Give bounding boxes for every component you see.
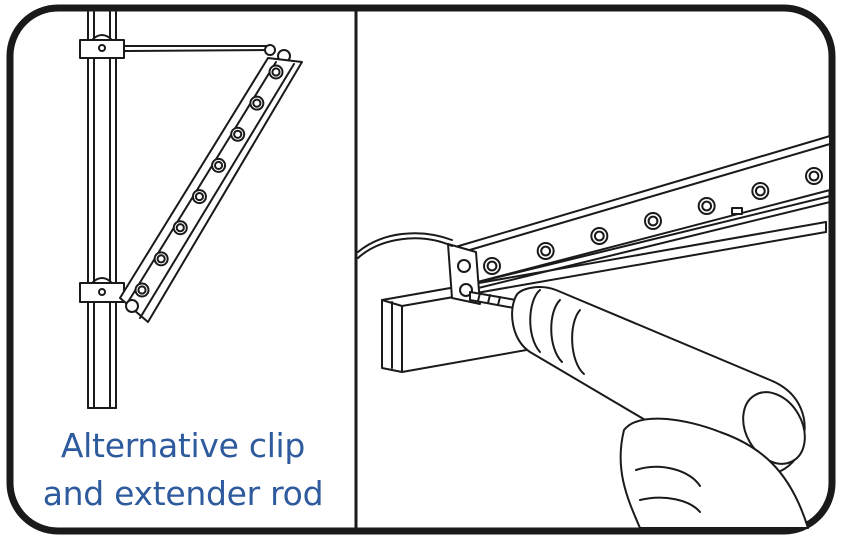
led-dot-inner <box>701 200 713 212</box>
led-dot <box>697 197 716 215</box>
led-dot <box>134 282 150 298</box>
diagonal-led-strip <box>119 57 303 323</box>
extender-rod <box>123 44 291 63</box>
led-dot-inner <box>808 170 820 182</box>
led-dot <box>536 242 555 260</box>
led-dot <box>191 189 207 205</box>
led-dot-inner <box>486 260 498 272</box>
led-dot <box>211 157 227 173</box>
led-dot-inner <box>194 191 205 202</box>
caption-line-2: and extender rod <box>42 474 324 513</box>
vertical-post <box>87 11 117 409</box>
led-dot-inner <box>175 223 185 233</box>
left-strip-dots <box>134 64 284 298</box>
led-dot <box>644 212 662 230</box>
led-dot-inner <box>213 160 224 171</box>
left-panel-illustration <box>79 11 303 409</box>
led-dot <box>249 95 265 111</box>
led-dot <box>153 251 169 267</box>
led-dot-inner <box>252 98 262 108</box>
led-dot <box>268 64 284 80</box>
led-dot <box>483 257 501 275</box>
led-dot <box>172 220 188 236</box>
hand <box>619 417 809 529</box>
power-cable <box>357 237 453 259</box>
led-dot <box>590 227 609 245</box>
led-dot-inner <box>156 254 166 264</box>
led-dot-inner <box>137 285 147 295</box>
caption-line-1: Alternative clip <box>60 426 306 465</box>
led-dot-inner <box>754 185 766 197</box>
led-dot <box>805 167 823 185</box>
led-dot-inner <box>233 129 243 139</box>
cordless-drill <box>511 286 809 529</box>
led-dot <box>751 182 770 200</box>
led-dot-inner <box>271 67 281 77</box>
led-dot-inner <box>647 215 659 227</box>
led-dot-inner <box>593 230 605 242</box>
upper-clip <box>79 34 125 59</box>
end-clip <box>447 243 481 305</box>
led-dot <box>230 126 246 142</box>
led-dot-inner <box>540 245 552 257</box>
right-strip-dots <box>483 167 823 275</box>
right-panel-illustration <box>357 135 831 529</box>
